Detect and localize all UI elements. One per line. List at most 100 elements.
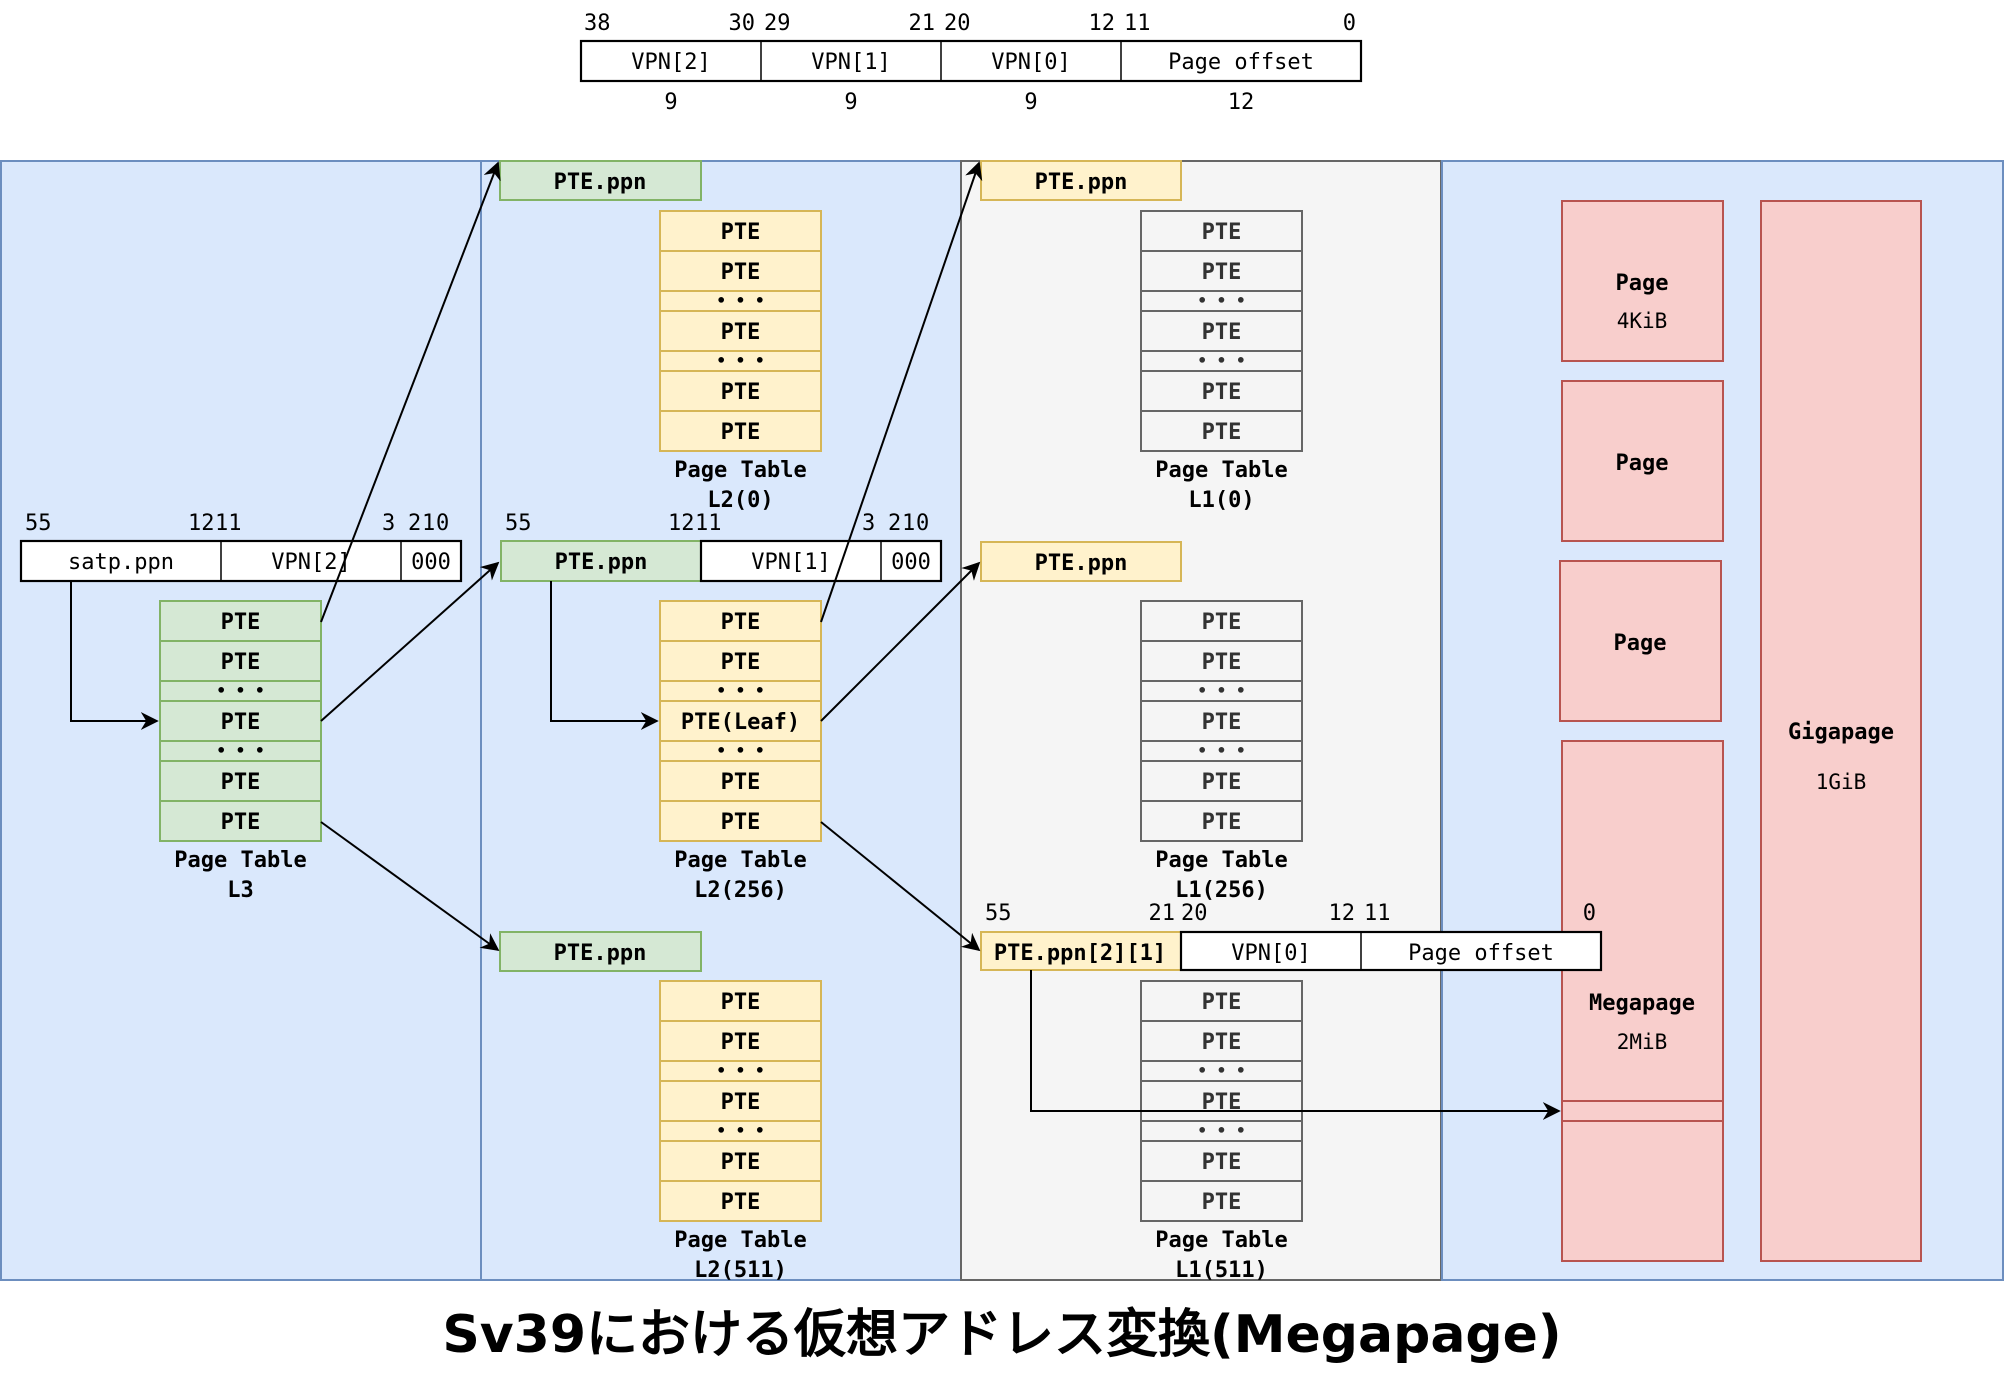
pte-ellipsis-row: • • • xyxy=(1140,1060,1303,1082)
satp-bit-3: 3 xyxy=(382,511,395,536)
pte-row: PTE(Leaf) xyxy=(659,700,822,742)
svg-text:PTE: PTE xyxy=(1202,1190,1242,1215)
svg-text:PTE: PTE xyxy=(721,260,761,285)
svg-text:PTE: PTE xyxy=(721,1150,761,1175)
pte-row: PTE xyxy=(659,1180,822,1222)
page-table-name: L3 xyxy=(227,878,254,903)
svg-text:• • •: • • • xyxy=(1197,681,1245,700)
pte-ppn-box-l1-256: PTE.ppn xyxy=(980,541,1182,582)
diagram-title: Sv39における仮想アドレス変換(Megapage) xyxy=(442,1305,1561,1365)
svg-text:• • •: • • • xyxy=(1197,741,1245,760)
gigapage-label: Gigapage xyxy=(1788,720,1894,745)
pte-row: PTE xyxy=(1140,980,1303,1022)
satp-field-ppn: satp.ppn xyxy=(68,550,174,575)
pte-row: PTE xyxy=(659,1020,822,1062)
svg-text:• • •: • • • xyxy=(716,291,764,310)
svg-text:PTE: PTE xyxy=(1202,220,1242,245)
svg-text:PTE: PTE xyxy=(1202,1030,1242,1055)
svg-text:PTE: PTE xyxy=(721,610,761,635)
pte-leaf-label: PTE(Leaf) xyxy=(681,710,800,735)
page-table-name: L1(511) xyxy=(1175,1258,1268,1283)
va-field-vpn2: VPN[2] xyxy=(631,50,710,75)
svg-text:PTE: PTE xyxy=(1202,420,1242,445)
mega-bit-12: 12 xyxy=(1329,901,1356,926)
pte-row: PTE xyxy=(159,760,322,802)
pte-ppn-box-l2-0: PTE.ppn xyxy=(499,160,702,201)
satp-bit-55: 55 xyxy=(25,511,52,536)
arrow-satp-to-l3 xyxy=(70,581,159,730)
svg-text:PTE: PTE xyxy=(1202,610,1242,635)
arrow-l2-to-megapage-addr xyxy=(820,821,981,952)
svg-text:PTE: PTE xyxy=(1202,710,1242,735)
svg-text:PTE.ppn: PTE.ppn xyxy=(554,170,647,195)
svg-text:PTE: PTE xyxy=(1202,320,1242,345)
svg-text:• • •: • • • xyxy=(716,1061,764,1080)
pte-row: PTE xyxy=(159,800,322,842)
satp-field-zero: 000 xyxy=(411,550,451,575)
satp-bit-1: 1 xyxy=(422,511,435,536)
svg-text:• • •: • • • xyxy=(216,681,264,700)
va-bar xyxy=(579,39,1363,83)
page-table-name: L2(511) xyxy=(694,1258,787,1283)
va-width-vpn1: 9 xyxy=(844,90,857,115)
satp-bit-11: 11 xyxy=(215,511,242,536)
pte-row: PTE xyxy=(659,210,822,252)
page-box-2: Page xyxy=(1561,380,1724,542)
satp-bit-0: 0 xyxy=(436,511,449,536)
pte-ellipsis-row: • • • xyxy=(159,680,322,702)
satp-bit-2: 2 xyxy=(408,511,421,536)
svg-text:PTE: PTE xyxy=(221,770,261,795)
svg-text:• • •: • • • xyxy=(716,1121,764,1140)
svg-text:PTE: PTE xyxy=(221,710,261,735)
l2-bit-2: 2 xyxy=(888,511,901,536)
megapage-label: Megapage xyxy=(1589,991,1695,1016)
svg-text:PTE: PTE xyxy=(1202,380,1242,405)
pte-row: PTE xyxy=(1140,1080,1303,1122)
mega-field-offset: Page offset xyxy=(1408,941,1554,966)
pte-row: PTE xyxy=(159,700,322,742)
l2-field-zero: 000 xyxy=(891,550,931,575)
satp-field-vpn2: VPN[2] xyxy=(271,550,350,575)
svg-text:• • •: • • • xyxy=(216,741,264,760)
pte-row: PTE xyxy=(1140,760,1303,802)
pte-row: PTE xyxy=(1140,1020,1303,1062)
svg-text:PTE: PTE xyxy=(221,610,261,635)
va-width-vpn0: 9 xyxy=(1024,90,1037,115)
va-bit-20: 20 xyxy=(944,11,971,36)
svg-text:PTE: PTE xyxy=(1202,990,1242,1015)
pte-row: PTE xyxy=(1140,210,1303,252)
mega-field-ppn: PTE.ppn[2][1] xyxy=(994,941,1166,966)
va-field-vpn0: VPN[0] xyxy=(991,50,1070,75)
virtual-address-format: VPN[2] VPN[1] VPN[0] Page offset 38 30 2… xyxy=(579,11,1363,115)
svg-text:PTE: PTE xyxy=(221,810,261,835)
svg-text:PTE: PTE xyxy=(221,650,261,675)
pte-ellipsis-row: • • • xyxy=(659,350,822,372)
svg-text:PTE: PTE xyxy=(1202,770,1242,795)
pte-ellipsis-row: • • • xyxy=(1140,1120,1303,1142)
pte-row: PTE xyxy=(1140,250,1303,292)
page-table-caption: Page Table xyxy=(174,848,306,873)
arrow-addr-to-megapage xyxy=(1030,970,1561,1120)
megapage-box: Megapage 2MiB xyxy=(1561,740,1724,1262)
page-table-name: L1(0) xyxy=(1188,488,1254,513)
pte-ellipsis-row: • • • xyxy=(159,740,322,762)
physical-pages: Page 4KiB Page Page Megapage 2MiB Gigapa… xyxy=(1559,200,1922,1262)
gigapage-size: 1GiB xyxy=(1816,770,1867,794)
page-table-name: L2(256) xyxy=(694,878,787,903)
pte-ellipsis-row: • • • xyxy=(659,740,822,762)
l2-field-vpn1: VPN[1] xyxy=(751,550,830,575)
svg-text:Page: Page xyxy=(1614,631,1667,656)
pte-row: PTE xyxy=(659,1080,822,1122)
pte-row: PTE xyxy=(659,640,822,682)
page-table-caption: Page Table xyxy=(674,848,806,873)
va-width-vpn2: 9 xyxy=(664,90,677,115)
page-table-caption: Page Table xyxy=(674,458,806,483)
pte-row: PTE xyxy=(659,250,822,292)
pte-row: PTE xyxy=(159,640,322,682)
pte-ellipsis-row: • • • xyxy=(659,290,822,312)
svg-text:PTE: PTE xyxy=(1202,1150,1242,1175)
